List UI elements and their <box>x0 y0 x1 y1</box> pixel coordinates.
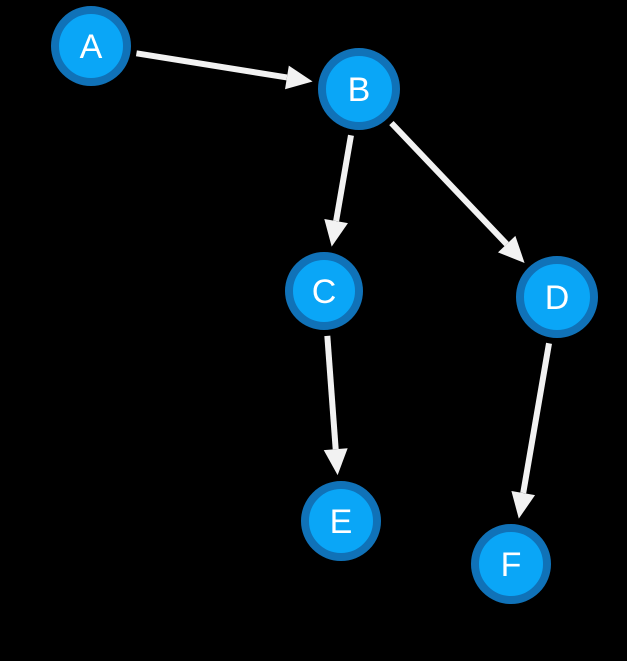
nodes-layer: A B C D E F <box>51 6 598 604</box>
arrowhead-icon <box>324 218 348 247</box>
node-circle <box>285 252 363 330</box>
node-circle <box>471 524 551 604</box>
graph-node-e[interactable]: E <box>301 481 381 561</box>
graph-node-c[interactable]: C <box>285 252 363 330</box>
edge-line <box>135 50 288 81</box>
graph-edge-a-b[interactable] <box>135 50 313 90</box>
graph-edge-b-c[interactable] <box>324 134 354 247</box>
edge-line <box>324 335 339 450</box>
arrowhead-icon <box>511 491 536 519</box>
graph-node-a[interactable]: A <box>51 6 131 86</box>
arrowhead-icon <box>285 65 313 90</box>
graph-node-f[interactable]: F <box>471 524 551 604</box>
arrowhead-icon <box>497 235 525 263</box>
edge-line <box>520 342 552 494</box>
node-circle <box>318 48 400 130</box>
node-circle <box>516 256 598 338</box>
node-circle <box>51 6 131 86</box>
edge-line <box>389 120 509 247</box>
graph-node-b[interactable]: B <box>318 48 400 130</box>
edges-layer <box>135 50 552 519</box>
edge-line <box>333 134 354 222</box>
graph-edge-b-d[interactable] <box>389 120 525 263</box>
graph-edge-d-f[interactable] <box>511 342 552 519</box>
node-circle <box>301 481 381 561</box>
arrowhead-icon <box>323 448 348 476</box>
graph-edge-c-e[interactable] <box>323 335 348 476</box>
graph-node-d[interactable]: D <box>516 256 598 338</box>
